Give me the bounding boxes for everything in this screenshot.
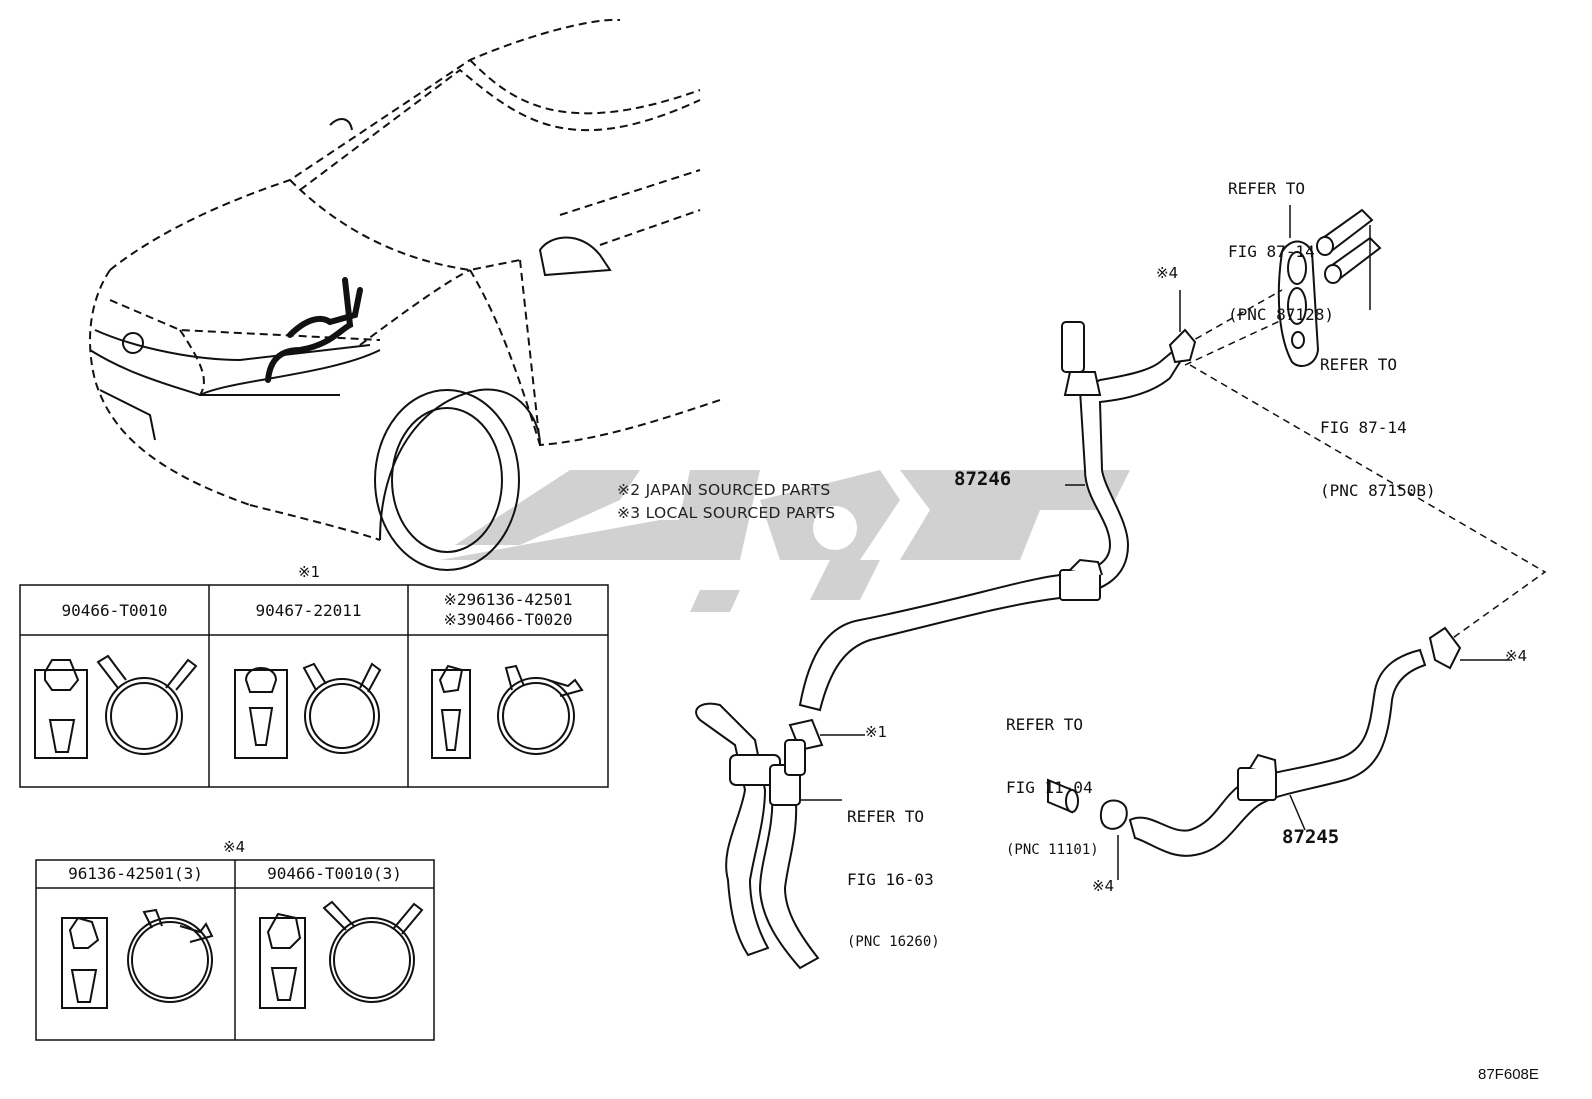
vehicle-outline: [89, 18, 721, 541]
vehicle-solid-lines: [89, 118, 612, 571]
table1-header-col2: 90467-22011: [255, 601, 362, 620]
callout-clip-mid: ※4: [1092, 877, 1115, 895]
table2-marker: ※4: [223, 838, 246, 856]
clips: [788, 328, 1462, 830]
hoses-valve-assembly: [695, 702, 820, 970]
refer-line-3: (PNC 87150B): [1320, 481, 1436, 500]
refer-line-1: REFER TO: [1228, 179, 1306, 198]
table1-header-col1: 90466-T0010: [61, 601, 168, 620]
refer-line-1: REFER TO: [1006, 715, 1084, 734]
refer-line-1: REFER TO: [1320, 355, 1398, 374]
table1-header-col3b: ※390466-T0020: [443, 610, 573, 629]
connector-plate: [1277, 240, 1320, 367]
heater-hose-87245: [1128, 648, 1427, 857]
callout-clip-top: ※4: [1156, 264, 1179, 282]
refer-line-3: (PNC 16260): [847, 934, 940, 950]
table2-clamp-icons: [61, 900, 424, 1009]
refer-line-3: (PNC 11101): [1006, 842, 1099, 858]
refer-line-2: FIG 16-03: [847, 870, 934, 889]
refer-16260: REFER TO FIG 16-03 (PNC 16260): [847, 764, 940, 974]
clamp-table-1: [19, 584, 609, 788]
pipe-ends: [1316, 208, 1382, 284]
note-local-sourced: ※3 LOCAL SOURCED PARTS: [617, 504, 836, 522]
pipe-11101: [1047, 778, 1079, 814]
note-japan-sourced: ※2 JAPAN SOURCED PARTS: [617, 481, 831, 499]
table2-header-col1: 96136-42501(3): [68, 864, 203, 883]
refer-11101: REFER TO FIG 11-04 (PNC 11101): [1006, 672, 1099, 882]
refer-line-2: FIG 87-14: [1228, 242, 1315, 261]
table1-header-col3a: ※296136-42501: [443, 590, 573, 609]
watermark-logo: [440, 470, 1130, 612]
table2-header-col2: 90466-T0010(3): [267, 864, 402, 883]
refer-87128: REFER TO FIG 87-14 (PNC 87128): [1228, 136, 1334, 346]
callout-clip-right: ※4: [1505, 647, 1528, 665]
dashed-leaders: [1184, 289, 1547, 641]
clamp-table-2: [35, 859, 435, 1041]
table1-clamp-icons: [34, 654, 584, 759]
refer-line-3: (PNC 87128): [1228, 305, 1334, 324]
refer-line-2: FIG 11-04: [1006, 778, 1093, 797]
figure-code: 87F608E: [1478, 1066, 1539, 1083]
refer-87150b: REFER TO FIG 87-14 (PNC 87150B): [1320, 312, 1436, 522]
refer-line-1: REFER TO: [847, 807, 925, 826]
leaders: [800, 205, 1510, 880]
callout-clip-left: ※1: [865, 723, 888, 741]
refer-line-2: FIG 87-14: [1320, 418, 1407, 437]
vehicle-hose-highlight: [265, 277, 363, 383]
part-number-87245: 87245: [1282, 826, 1340, 848]
table1-marker: ※1: [298, 563, 321, 581]
part-number-87246: 87246: [954, 468, 1012, 490]
